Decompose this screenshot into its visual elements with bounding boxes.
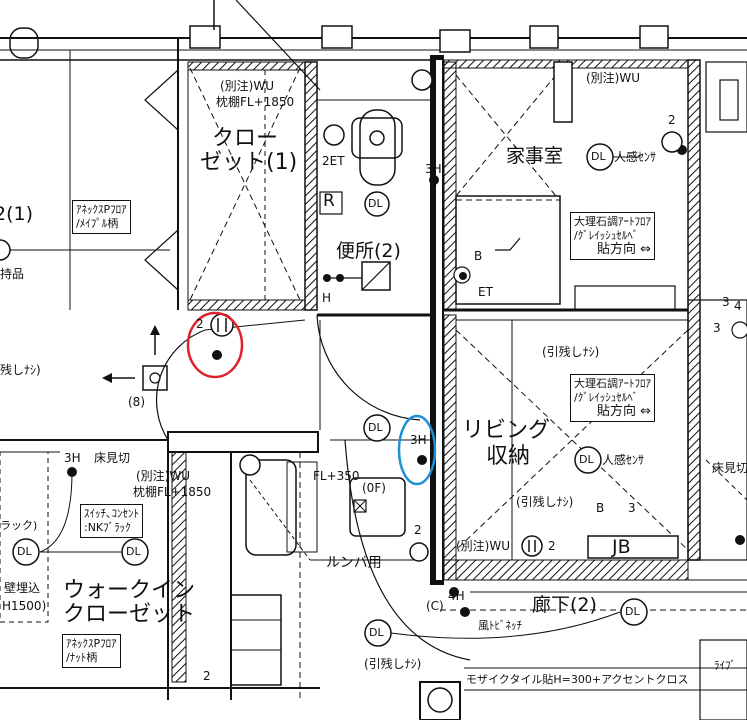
note-ref-8: (8) [128,395,145,409]
dl-label-8: DL [625,605,640,618]
note-raifu: ﾗｲﾌﾞ [714,659,736,672]
note-2-e: 2 [203,669,211,683]
note-shelf-mid-2: 枕棚FL+1850 [133,485,212,499]
spec-marble-1: 大理石調ｱｰﾄﾌﾛｱ /ｸﾞﾚｲｯｼｭｾﾙﾍﾞ 貼方向 ⇔ [570,212,655,260]
note-pull-none-3: (引残しﾅｼ) [364,657,422,671]
dl-label-2: DL [368,197,383,210]
blue-highlight-circle [397,414,437,486]
note-2-d: 2 [548,539,556,553]
room-closet1-line1: クロー [212,126,279,151]
note-3h-b: 3H [64,451,81,465]
note-3-a: 3 [628,501,636,515]
note-2-c: 2 [414,523,422,537]
note-jb: JB [612,536,631,558]
left-text-partial: 持品 [0,267,25,281]
note-pull-none-1: (引残しﾅｼ) [542,345,600,359]
note-wu-corridor: (別注)WU [456,539,511,553]
spec-annex-nut: ｱﾈｯｸｽPﾌﾛｱ /ﾅｯﾄ柄 [62,634,121,668]
note-roomba: ルンバ用 [326,555,382,571]
note-3-b: 3 [713,321,721,335]
note-4h: 4H [448,589,465,603]
note-3h-c: 3H [425,162,442,176]
sensor-human-2: 人感ｾﾝｻ [602,453,645,467]
room-living-storage-line2: 収納 [486,444,531,469]
dl-label-5: DL [17,545,32,558]
note-fl-350: FL+350 [313,469,360,483]
note-h: H [322,291,332,305]
wall-closet-right [304,61,318,311]
spec-marble-2: 大理石調ｱｰﾄﾌﾛｱ /ｸﾞﾚｲｯｼｭｾﾙﾍﾞ 貼方向 ⇔ [570,374,655,422]
dl-label-1: DL [591,150,606,163]
room-walkin-line2: クローゼット [63,602,196,627]
note-shelf-mid-1: (別注)WU [136,469,191,483]
room-walkin-line1: ウォークイン [63,578,196,603]
room-left-partial: 2(1) [0,203,34,225]
note-shelf-top-1: (別注)WU [220,79,275,93]
note-rakku: ラック) [0,519,38,532]
note-wind-bath: 風ﾄﾋﾞﾈｯﾁ [478,619,522,632]
note-wall-embed: 壁埋込 [4,581,41,595]
note-ref-c: (C) [426,599,444,613]
sensor-human-1: 人感ｾﾝｻ [614,150,657,164]
note-et: ET [478,285,493,299]
room-living-storage-line1: リビング [462,418,551,443]
note-mosaic: モザイクタイル貼H=300+アクセントクロス [466,673,689,686]
note-shelf-top-2: 枕棚FL+1850 [216,95,295,109]
dl-label-6: DL [126,545,141,558]
room-corridor2: 廊下(2) [532,594,597,616]
dl-label-3: DL [368,421,383,434]
note-floor-cut: 床見切 [94,451,131,465]
note-pull-none-2: (引残しﾅｼ) [516,495,574,509]
note-of: (0F) [362,481,386,495]
note-2-b: 2 [668,113,676,127]
note-2et: 2ET [322,154,345,168]
note-b-1: B [474,249,483,263]
dl-label-4: DL [579,453,594,466]
red-highlight-circle [186,311,244,379]
dl-label-7: DL [369,626,384,639]
note-4: 4 [734,299,742,313]
room-toilet2: 便所(2) [336,240,401,262]
wall-right [687,59,701,561]
note-3h-a: 3H [410,433,427,447]
note-wall-h: H1500) [2,599,47,613]
note-floor-cut-right: 床見切 [712,461,747,475]
room-housework: 家事室 [506,145,564,167]
spec-switch: ｽｲｯﾁ､ｺﾝｾﾝﾄ :NKﾌﾞﾗｯｸ [80,504,143,538]
note-wu-housework: (別注)WU [586,71,641,85]
note-2-a: 2 [196,317,204,331]
note-pull-none-left: 残しﾅｼ) [0,363,41,377]
note-3-c: 3 [722,295,730,309]
room-closet1-line2: ゼット(1) [200,150,298,175]
spec-annex-maple: ｱﾈｯｸｽPﾌﾛｱ /ﾒｲﾌﾟﾙ柄 [72,200,131,234]
note-b-2: B [596,501,605,515]
note-r: R [323,191,335,211]
